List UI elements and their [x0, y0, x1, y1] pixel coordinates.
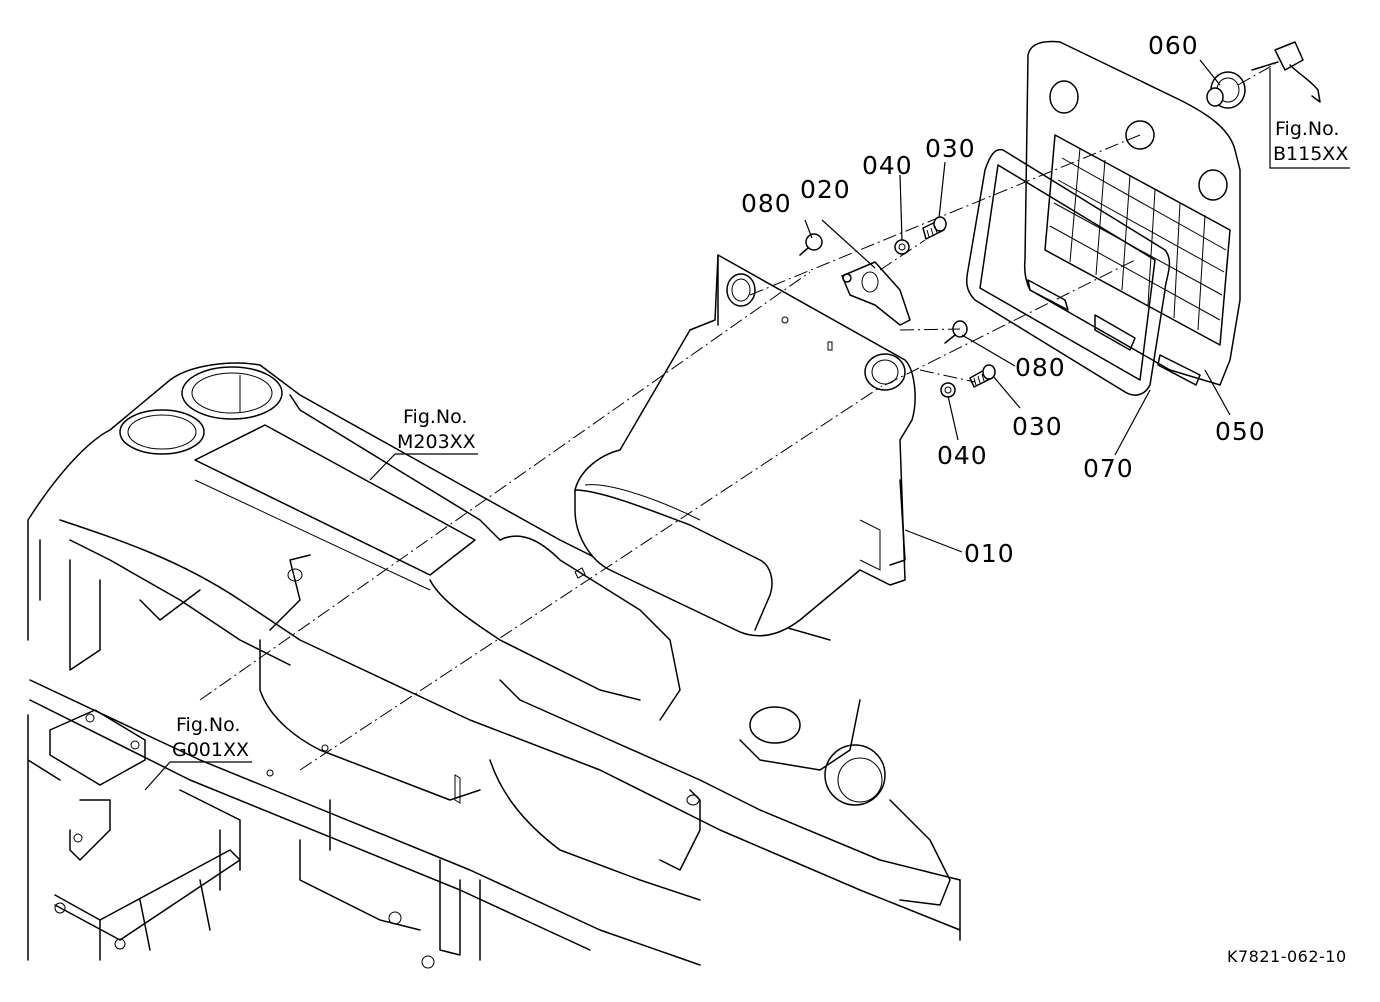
screw-080-lower	[944, 320, 968, 344]
figure-ref-m203: Fig.No. M203XX	[397, 406, 476, 453]
glove-box-010	[574, 254, 916, 637]
fig-ref-prefix: Fig.No.	[176, 714, 240, 736]
leader-lines	[144, 59, 1350, 791]
part-label-040-upper: 040	[862, 151, 913, 180]
dashboard-frame-assembly	[27, 362, 961, 969]
fig-ref-code: G001XX	[172, 739, 249, 761]
fig-ref-prefix: Fig.No.	[1275, 118, 1339, 140]
figure-ref-g001: Fig.No. G001XX	[172, 714, 249, 761]
part-label-010: 010	[964, 539, 1015, 568]
part-label-060: 060	[1148, 31, 1199, 60]
screw-030-lower	[969, 364, 996, 388]
lock-cylinder-060	[1206, 71, 1246, 109]
figure-ref-b115: Fig.No. B115XX	[1273, 118, 1348, 165]
part-label-030-lower: 030	[1012, 412, 1063, 441]
part-labels: 060 030 040 020 080 080 030 040 070 050 …	[741, 31, 1266, 568]
screw-030-upper	[922, 216, 947, 240]
drawing-code: K7821-062-10	[1227, 947, 1347, 966]
part-label-020: 020	[800, 175, 851, 204]
part-label-080-lower: 080	[1015, 353, 1066, 382]
glove-box-lid-050	[1023, 40, 1241, 386]
fig-ref-prefix: Fig.No.	[403, 406, 467, 428]
part-label-050: 050	[1215, 417, 1266, 446]
fig-ref-code: B115XX	[1273, 143, 1348, 165]
part-label-040-lower: 040	[937, 441, 988, 470]
fig-ref-code: M203XX	[397, 431, 476, 453]
latch-020	[841, 261, 911, 326]
part-label-030-upper: 030	[925, 134, 976, 163]
lid-frame-070	[965, 148, 1171, 396]
screw-080-upper	[799, 233, 823, 256]
assembly-lines	[199, 63, 1276, 771]
part-label-080-upper: 080	[741, 189, 792, 218]
key-icon	[1251, 41, 1321, 103]
washer-040-lower	[940, 382, 956, 398]
part-label-070: 070	[1083, 454, 1134, 483]
